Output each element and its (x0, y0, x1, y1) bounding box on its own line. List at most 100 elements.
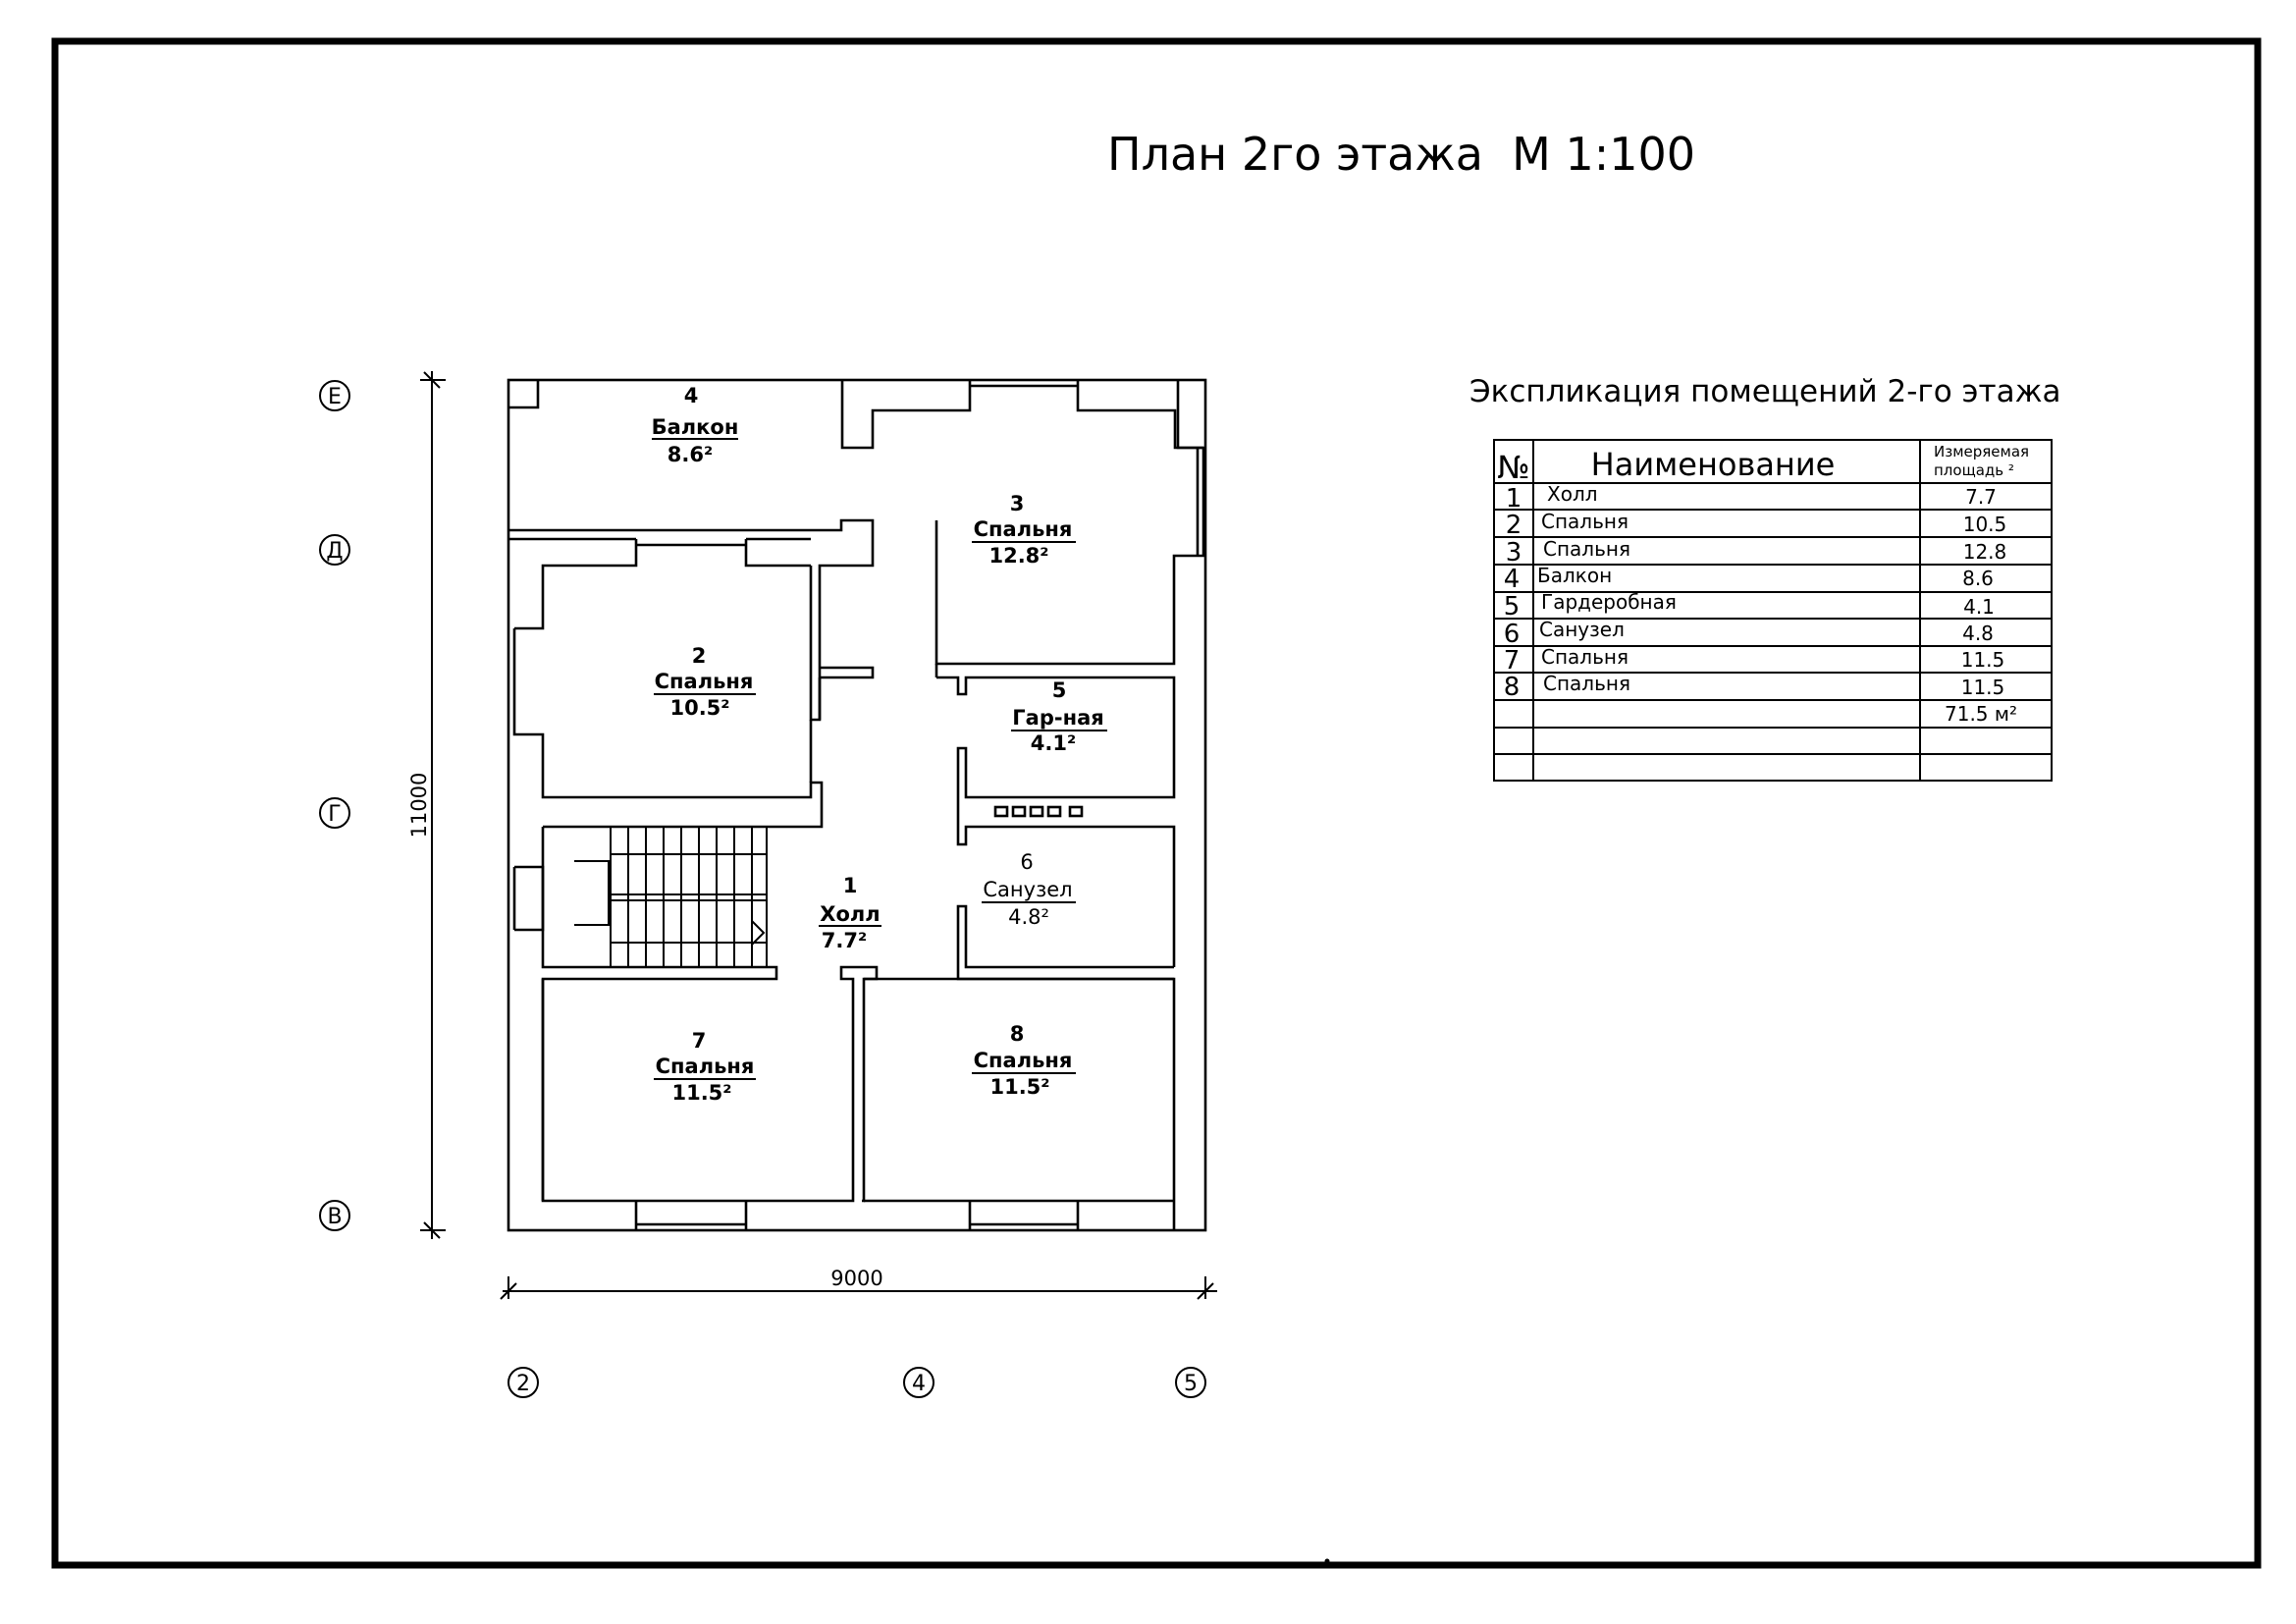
row-area: 4.8 (1962, 622, 1994, 645)
axis-circle (1175, 1367, 1206, 1398)
outer-wall (507, 378, 1207, 1232)
room-name: Балкон (652, 415, 739, 439)
axis-label: Д (326, 539, 343, 564)
table-row: 1 Холл 7.7 (1506, 482, 1997, 514)
row-no: 2 (1506, 511, 1522, 540)
axis-label: Е (328, 385, 342, 409)
wall-bedroom3 (934, 448, 1205, 666)
row-name: Спальня (1543, 672, 1630, 695)
room-label-hall: 1 Холл 7.7² (819, 874, 881, 952)
row-name: Спальня (1541, 510, 1629, 533)
table-row: 8 Спальня 11.5 (1504, 672, 2005, 702)
row-no: 7 (1504, 646, 1521, 676)
room-area: 12.8² (988, 544, 1048, 568)
row-name: Спальня (1541, 645, 1629, 669)
room-label-wardrobe: 5 Гар-ная 4.1² (1011, 678, 1107, 755)
floor-plan (507, 378, 1207, 1232)
wall-stair (541, 827, 879, 1203)
room-name: Холл (820, 902, 880, 926)
axis-markers-rows: Е Д Г В (319, 380, 350, 1231)
room-label-bedroom3: 3 Спальня 12.8² (972, 492, 1076, 568)
row-name: Спальня (1543, 537, 1630, 561)
table-row: 6 Санузел 4.8 (1504, 618, 1994, 649)
table-row: 5 Гардеробная 4.1 (1504, 590, 1995, 622)
explication-title: Экспликация помещений 2-го этажа (1469, 374, 2061, 409)
room-number: 1 (843, 874, 858, 897)
axis-circle (507, 1367, 539, 1398)
room-area: 11.5² (989, 1075, 1049, 1099)
row-area: 4.1 (1963, 595, 1995, 619)
explication-table: № Наименование Измеряемая площадь ² 1 Хо… (1493, 439, 2053, 782)
room-name: Спальня (974, 517, 1073, 541)
row-no: 1 (1506, 484, 1522, 514)
drawing-title: План 2го этажа М 1:100 (1107, 128, 1695, 181)
room-area: 4.1² (1031, 731, 1076, 755)
axis-circle (903, 1367, 934, 1398)
room-number: 5 (1052, 678, 1067, 702)
row-name: Санузел (1539, 618, 1625, 641)
sheet-frame (51, 37, 2262, 1569)
dimension-horizontal-label: 9000 (830, 1267, 882, 1290)
table-header-name: Наименование (1591, 446, 1836, 483)
wall-wardrobe (936, 676, 1176, 967)
table-row: 4 Балкон 8.6 (1504, 564, 1994, 594)
table-header-area-line1: Измеряемая (1934, 443, 2029, 460)
room-number: 7 (692, 1029, 707, 1053)
wall-bedroom3 (1076, 380, 1203, 450)
table-total: 71.5 м² (1945, 702, 2017, 726)
wall-bedroom2-top (508, 518, 875, 722)
axis-label: 5 (1184, 1372, 1198, 1396)
table-row: 2 Спальня 10.5 (1506, 510, 2007, 540)
axis-circle (319, 380, 350, 411)
axis-label: В (327, 1205, 342, 1229)
room-area: 10.5² (669, 696, 729, 720)
dimension-vertical-label: 11000 (407, 773, 431, 839)
room-area: 4.8² (1008, 905, 1049, 929)
axis-label: 2 (516, 1372, 530, 1396)
room-number: 8 (1010, 1022, 1025, 1046)
row-area: 10.5 (1963, 513, 2007, 536)
table-header-area-line2: площадь ² (1934, 461, 2014, 479)
staircase (574, 827, 768, 967)
dimension-horizontal (500, 1276, 1217, 1300)
room-label-bedroom8: 8 Спальня 11.5² (972, 1022, 1076, 1099)
row-area: 11.5 (1961, 648, 2005, 672)
table-row: 3 Спальня 12.8 (1506, 537, 2007, 568)
wall-stub (1176, 380, 1205, 450)
row-name: Холл (1547, 482, 1598, 506)
row-area: 7.7 (1965, 485, 1997, 509)
room-label-bathroom: 6 Санузел 4.8² (982, 850, 1076, 929)
axis-markers-columns: 2 4 5 (507, 1367, 1206, 1398)
wall-bedroom3 (840, 380, 972, 450)
axis-label: Г (328, 802, 341, 827)
table-header-no: № (1497, 449, 1529, 486)
room-number: 4 (684, 384, 699, 407)
row-no: 6 (1504, 620, 1521, 649)
room-name: Гар-ная (1012, 706, 1103, 730)
row-no: 8 (1504, 673, 1521, 702)
row-no: 5 (1504, 592, 1521, 622)
room-name: Спальня (655, 670, 754, 693)
row-name: Балкон (1537, 564, 1612, 587)
dimension-vertical (420, 371, 446, 1239)
room-area: 8.6² (667, 443, 713, 466)
room-label-balcony: 4 Балкон 8.6² (652, 384, 739, 466)
axis-circle (319, 1200, 350, 1231)
room-number: 6 (1020, 850, 1033, 874)
room-number: 3 (1010, 492, 1025, 515)
row-area: 8.6 (1962, 567, 1994, 590)
table-row: 7 Спальня 11.5 (1504, 645, 2005, 676)
row-no: 3 (1506, 538, 1522, 568)
room-label-bedroom2: 2 Спальня 10.5² (654, 644, 756, 720)
room-area: 7.7² (822, 929, 867, 952)
frame-mark (1324, 1558, 1330, 1564)
room-number: 2 (692, 644, 707, 668)
axis-circle (319, 797, 350, 829)
row-name: Гардеробная (1541, 590, 1677, 614)
room-area: 11.5² (671, 1081, 731, 1105)
axis-label: 4 (912, 1372, 926, 1396)
room-label-bedroom7: 7 Спальня 11.5² (654, 1029, 756, 1105)
room-name: Спальня (656, 1055, 755, 1078)
room-name: Спальня (974, 1049, 1073, 1072)
wall-stub (508, 380, 540, 409)
